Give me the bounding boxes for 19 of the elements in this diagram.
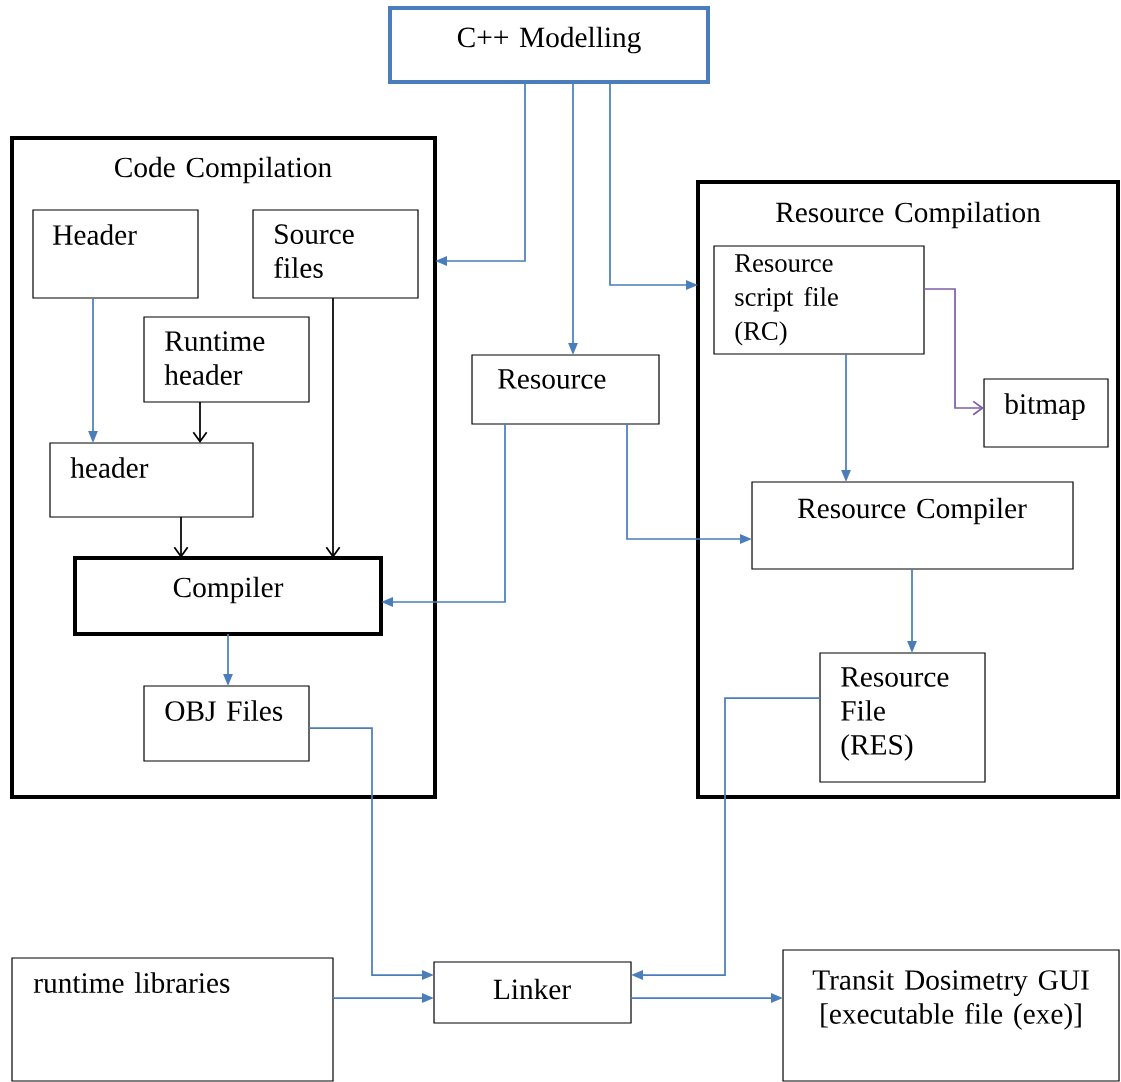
process-box: Linker <box>433 961 632 1024</box>
process-box: Resource File (RES) <box>819 652 986 783</box>
arrow <box>325 297 341 558</box>
process-box: runtime libraries <box>11 957 334 1082</box>
process-box: OBJ Files <box>143 685 310 762</box>
process-box: bitmap <box>983 378 1109 448</box>
process-box: header <box>49 442 254 518</box>
process-box: Compiler <box>73 556 383 636</box>
process-box: Resource <box>471 354 660 425</box>
process-box: C++ Modelling <box>388 6 710 84</box>
process-box: Resource Compiler <box>751 481 1074 570</box>
process-box: Resource script file (RC) <box>713 245 925 355</box>
process-box: Header <box>32 209 199 299</box>
process-box: Runtime header <box>143 316 310 403</box>
process-box: Source files <box>252 209 419 299</box>
process-box: Transit Dosimetry GUI [executable file (exe)] <box>782 949 1120 1082</box>
arrow <box>173 516 189 558</box>
arrow <box>923 288 984 416</box>
arrow <box>192 401 208 443</box>
